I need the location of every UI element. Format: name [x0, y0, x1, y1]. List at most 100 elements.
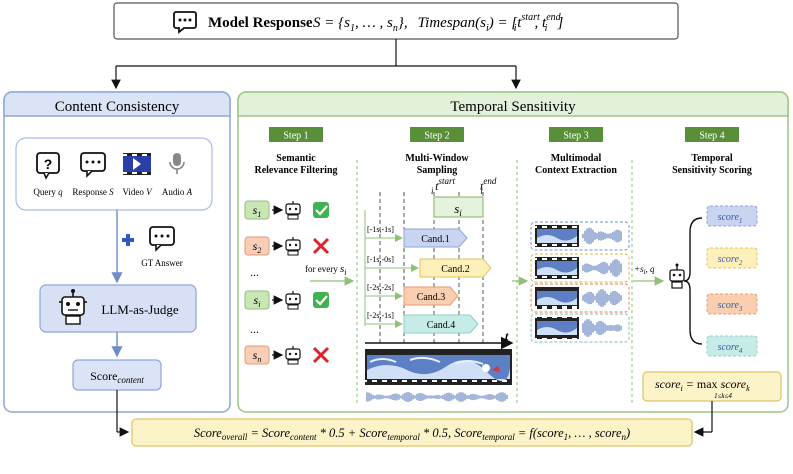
column-dividers: [356, 160, 633, 405]
video-clip-thumbnail: [535, 257, 579, 279]
multimodal-clip: [530, 221, 630, 251]
si-segment-box: [433, 196, 484, 218]
svg-text:Query q: Query q: [33, 187, 63, 197]
audio-waveform-timeline: [366, 392, 508, 402]
microphone-icon: [169, 153, 185, 174]
overall-formula: Scoreoverall = Scorecontent * 0.5 + Scor…: [194, 426, 630, 442]
candidate-score: score4: [706, 335, 758, 357]
score-label: score3: [718, 300, 743, 313]
svg-text:Video V: Video V: [122, 187, 153, 197]
window-offset: [-2s,-1s]: [367, 311, 394, 320]
si-segment-label: si: [454, 201, 462, 218]
robot-icon: [59, 289, 87, 325]
robot-icon: [285, 291, 301, 310]
video-icon: [123, 153, 151, 175]
candidate-windows: [-1s,-1s] Cand.1 [-1s,-0s] Cand.2 [-2s,-2s]C…: [365, 225, 492, 334]
content-consistency-title: Content Consistency: [55, 99, 180, 115]
step-title-line1: Temporal: [691, 153, 733, 164]
inputs-box: [15, 137, 213, 211]
audio-waveform: [582, 259, 622, 277]
segment-label: sn: [253, 348, 262, 364]
candidate-scores: score1 score2 score3 score4: [706, 205, 758, 357]
candidate-score: score1: [706, 205, 758, 227]
multimodal-clip: [530, 313, 630, 343]
video-clip-thumbnail: [535, 317, 579, 339]
llm-judge-label: LLM-as-Judge: [101, 302, 178, 317]
content-consistency-panel: Content Consistency ? Quer: [3, 91, 231, 413]
candidate-score: score2: [706, 247, 758, 269]
segment-ellipses: ... ...: [250, 265, 259, 336]
window-offset: [-1s,-1s]: [367, 225, 394, 234]
segment-row: sn: [244, 345, 330, 365]
step-badge: Step 2: [424, 131, 449, 142]
step3-to-step4: +si, q: [633, 217, 703, 345]
audio-waveform: [582, 227, 622, 245]
to-overall-arrows: [116, 390, 713, 437]
video-clip-thumbnail: [535, 287, 579, 309]
step-title-line1: Multi-Window: [405, 153, 469, 164]
chat-bubble-icon: [80, 152, 106, 178]
segment-row: s2: [244, 236, 330, 256]
video-timeline: t: [365, 329, 514, 385]
for-every-label: for every si: [305, 263, 355, 286]
segment-label: si: [254, 293, 261, 309]
overall-score-box: Scoreoverall = Scorecontent * 0.5 + Scor…: [131, 418, 693, 447]
checkmark-icon: [313, 202, 329, 218]
segment-list: s1 s2 si sn: [244, 200, 330, 365]
cross-icon: [312, 237, 330, 255]
cross-icon: [312, 346, 330, 364]
segment-row: s1: [244, 200, 329, 220]
step-title-line1: Multimodal: [551, 153, 602, 164]
score-content-label: Scorecontent: [90, 369, 144, 385]
audio-waveform: [582, 319, 622, 337]
window-label: Cand.1: [421, 234, 450, 245]
svg-text:?: ?: [44, 156, 53, 172]
step-title-line2: Context Extraction: [535, 165, 617, 176]
audio-waveform: [582, 289, 622, 307]
chat-bubble-icon: [149, 226, 175, 252]
timeline-t-label: t: [505, 329, 509, 343]
window-label: Cand.4: [427, 320, 456, 331]
candidate-window: [-1s,-0s] Cand.2: [365, 255, 492, 278]
step-title-line1: Semantic: [276, 153, 316, 164]
score-label: score1: [718, 212, 743, 225]
robot-icon: [285, 346, 301, 365]
step-title-line2: Sampling: [417, 165, 458, 176]
checkmark-icon: [313, 292, 329, 308]
segment-row: si: [244, 290, 329, 310]
step-badge: Step 4: [699, 131, 724, 142]
temporal-sensitivity-title: Temporal Sensitivity: [450, 99, 576, 115]
video-clip-thumbnail: [535, 225, 579, 247]
svg-text:...: ...: [250, 322, 259, 336]
candidate-window: [-1s,-1s] Cand.1: [365, 225, 468, 248]
max-score-box: scorei = max scorek 1≤k≤4: [642, 371, 782, 402]
plus-si-q-label: +si, q: [634, 264, 655, 276]
window-label: Cand.2: [441, 264, 470, 275]
robot-icon: [285, 237, 301, 256]
svg-text:for every si: for every si: [305, 263, 347, 277]
input-labels: Query q Response S Video V Audio A: [33, 187, 192, 197]
max-range: 1≤k≤4: [714, 392, 732, 400]
header-title: Model Response: [208, 15, 313, 31]
header-split-arrows: [111, 39, 521, 90]
step-badge: Step 1: [283, 131, 308, 142]
robot-icon: [669, 263, 685, 289]
candidate-window: [-2s,-2s]Cand.3: [365, 283, 459, 306]
svg-text:Audio A: Audio A: [162, 187, 193, 197]
candidate-window: [-2s,-1s] Cand.4: [365, 311, 479, 334]
max-score-formula: scorei = max scorek: [655, 377, 750, 393]
window-offset: [-1s,-0s]: [367, 255, 394, 264]
candidate-score: score3: [706, 293, 758, 315]
svg-text:...: ...: [250, 265, 259, 279]
robot-icon: [285, 201, 301, 220]
multimodal-clip: [530, 253, 630, 283]
